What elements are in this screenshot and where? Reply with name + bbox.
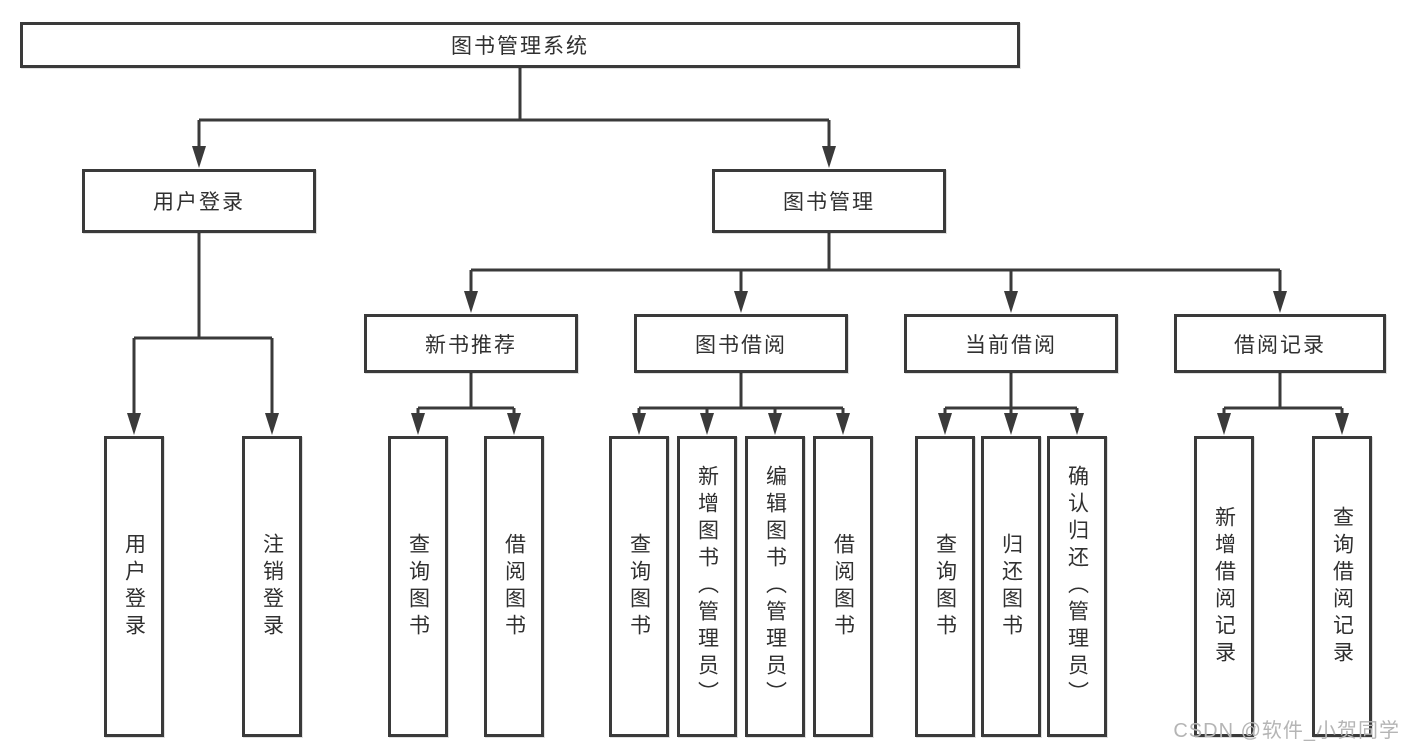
- node-borrow-records-label: 借阅记录: [1234, 333, 1326, 357]
- node-user-login-label: 用户登录: [153, 191, 245, 214]
- connector-borrow-records-to-leaves: [1222, 373, 1344, 415]
- leaf-confirm-return-admin-label: 确认归还（管理员）: [1065, 465, 1089, 708]
- leaf-borrow-books-label: 借阅图书: [831, 532, 855, 641]
- leaf-query-books-borrow: 查询图书: [609, 436, 669, 737]
- node-root-label: 图书管理系统: [451, 35, 589, 58]
- arrowhead: [507, 413, 521, 435]
- arrowhead: [192, 146, 206, 168]
- arrowhead: [768, 413, 782, 435]
- arrowhead: [1070, 413, 1084, 435]
- leaf-confirm-return-admin: 确认归还（管理员）: [1047, 436, 1107, 737]
- connector-book-borrow-to-leaves: [637, 373, 845, 415]
- connector-book-management-to-level3: [469, 233, 1282, 294]
- node-book-management: 图书管理: [712, 169, 946, 233]
- node-current-borrow-label: 当前借阅: [965, 333, 1057, 357]
- arrowhead: [127, 413, 141, 435]
- connector-new-book-to-leaves: [416, 373, 516, 415]
- leaf-logout: 注销登录: [242, 436, 302, 737]
- arrowhead: [632, 413, 646, 435]
- leaf-query-books-borrow-label: 查询图书: [627, 532, 651, 641]
- arrowhead: [1004, 291, 1018, 313]
- leaf-borrow-books-newbook-label: 借阅图书: [502, 532, 526, 641]
- csdn-watermark: CSDN @软件_小贺同学: [1173, 720, 1400, 742]
- arrowhead: [822, 146, 836, 168]
- arrowhead: [700, 413, 714, 435]
- arrowhead: [411, 413, 425, 435]
- arrowhead: [1335, 413, 1349, 435]
- connector-user-login-to-leaves: [132, 233, 274, 415]
- leaf-query-books-current: 查询图书: [915, 436, 975, 737]
- arrowhead: [1273, 291, 1287, 313]
- leaf-borrow-books: 借阅图书: [813, 436, 873, 737]
- leaf-query-books-current-label: 查询图书: [933, 532, 957, 641]
- node-new-book-recommend: 新书推荐: [364, 314, 578, 373]
- connector-root-to-level2: [197, 68, 831, 148]
- leaf-return-books-label: 归还图书: [999, 532, 1023, 641]
- leaf-query-books-newbook: 查询图书: [388, 436, 448, 737]
- arrowhead: [1217, 413, 1231, 435]
- leaf-add-books-admin-label: 新增图书（管理员）: [695, 465, 719, 708]
- leaf-edit-books-admin-label: 编辑图书（管理员）: [763, 465, 787, 708]
- node-current-borrowing: 当前借阅: [904, 314, 1118, 373]
- leaf-return-books: 归还图书: [981, 436, 1041, 737]
- leaf-user-login: 用户登录: [104, 436, 164, 737]
- leaf-edit-books-admin: 编辑图书（管理员）: [745, 436, 805, 737]
- arrowhead: [836, 413, 850, 435]
- leaf-add-borrow-record: 新增借阅记录: [1194, 436, 1254, 737]
- node-root-system: 图书管理系统: [20, 22, 1020, 68]
- connector-current-borrow-to-leaves: [943, 373, 1079, 415]
- leaf-add-books-admin: 新增图书（管理员）: [677, 436, 737, 737]
- leaf-query-borrow-record: 查询借阅记录: [1312, 436, 1372, 737]
- arrowhead: [265, 413, 279, 435]
- arrowhead: [734, 291, 748, 313]
- leaf-logout-label: 注销登录: [260, 532, 284, 641]
- node-book-borrowing: 图书借阅: [634, 314, 848, 373]
- arrowhead: [464, 291, 478, 313]
- leaf-query-borrow-record-label: 查询借阅记录: [1330, 505, 1354, 668]
- node-new-book-label: 新书推荐: [425, 333, 517, 357]
- arrowhead: [938, 413, 952, 435]
- arrowhead: [1004, 413, 1018, 435]
- leaf-add-borrow-record-label: 新增借阅记录: [1212, 505, 1236, 668]
- node-borrow-records: 借阅记录: [1174, 314, 1386, 373]
- leaf-query-books-newbook-label: 查询图书: [406, 532, 430, 641]
- leaf-borrow-books-newbook: 借阅图书: [484, 436, 544, 737]
- node-book-management-label: 图书管理: [783, 191, 875, 214]
- node-user-login: 用户登录: [82, 169, 316, 233]
- leaf-user-login-label: 用户登录: [122, 532, 146, 641]
- node-book-borrow-label: 图书借阅: [695, 333, 787, 357]
